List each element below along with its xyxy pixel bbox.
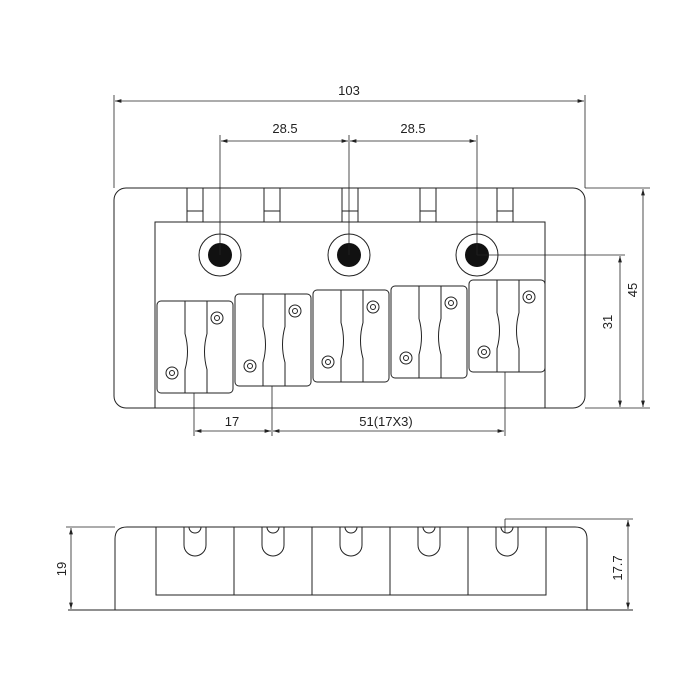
saddle-side [467, 526, 547, 596]
side-body-outline [114, 526, 588, 610]
screw-icon [288, 304, 302, 318]
saddles-top [156, 279, 546, 394]
string-slot [495, 527, 519, 557]
dimension-saddle-height-label: 17.7 [610, 555, 625, 580]
saddle [468, 279, 546, 373]
saddle-tabs [186, 187, 514, 223]
screw-icon [477, 345, 491, 359]
screw-icon [243, 359, 257, 373]
saddle [312, 289, 390, 383]
top-view: 103 28.5 28.5 45 31 17 51(17X3) [113, 83, 650, 436]
saddle-tab [186, 187, 204, 223]
screw-icon [165, 366, 179, 380]
saddle [156, 300, 234, 394]
screw-icon [210, 311, 224, 325]
screw-icon [522, 290, 536, 304]
saddle-tab [341, 187, 359, 223]
saddle-side [233, 526, 313, 596]
saddle-side [155, 526, 235, 596]
mounting-holes [198, 233, 499, 277]
string-slot [417, 527, 441, 557]
string-slot [339, 527, 363, 557]
dimension-post-spacing-right: 28.5 [400, 121, 425, 136]
dimension-depth-label: 45 [625, 283, 640, 297]
saddle [390, 285, 468, 379]
dimension-width-label: 103 [338, 83, 360, 98]
string-slot [261, 527, 285, 557]
saddle-side [311, 526, 391, 596]
saddle-tab [496, 187, 514, 223]
string-slot [183, 527, 207, 557]
screw-icon [321, 355, 335, 369]
side-view: 19 17.7 [54, 518, 633, 611]
dimension-height-label: 19 [54, 562, 69, 576]
dimension-post-to-rear-label: 31 [600, 315, 615, 329]
screw-icon [444, 296, 458, 310]
saddle [234, 293, 312, 387]
saddle-tab [263, 187, 281, 223]
saddle-tab [419, 187, 437, 223]
saddle-side [389, 526, 469, 596]
dimension-total-spacing-label: 51(17X3) [359, 414, 412, 429]
dimension-post-spacing-left: 28.5 [272, 121, 297, 136]
screw-icon [366, 300, 380, 314]
dimension-string-spacing-label: 17 [225, 414, 239, 429]
screw-icon [399, 351, 413, 365]
saddles-side [155, 526, 547, 596]
